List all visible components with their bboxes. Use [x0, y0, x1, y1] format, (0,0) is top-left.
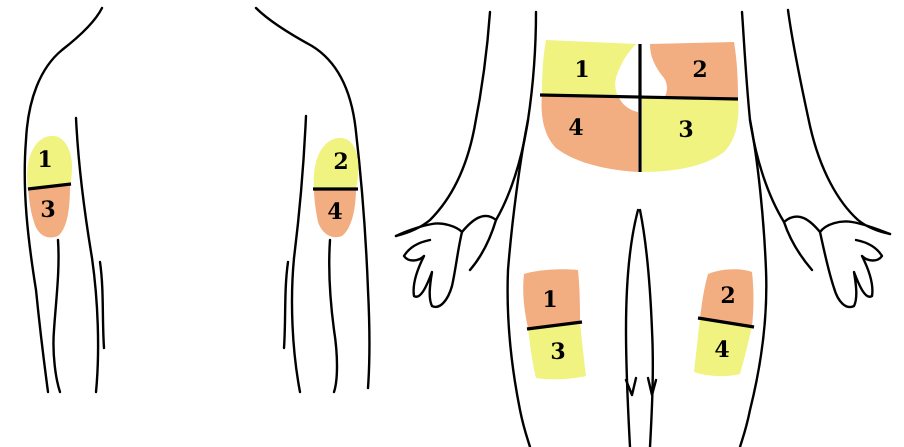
- back-left-arm-lower-label: 3: [40, 197, 55, 223]
- back-left-arm-detail: [100, 262, 104, 348]
- back-view-figure: 1 3 2 4: [25, 8, 370, 392]
- back-right-arm-detail: [284, 262, 288, 348]
- back-right-arm-lower-label: 4: [327, 199, 342, 225]
- back-torso-right-line: [292, 116, 306, 392]
- right-thigh-upper-label: 2: [720, 283, 735, 309]
- abdomen-top-right-label: 2: [692, 57, 707, 83]
- back-right-arm-contour: [329, 240, 337, 392]
- front-right-thigh-zone: 2 4: [694, 269, 754, 376]
- front-right-forearm: [784, 217, 820, 270]
- left-thigh-lower-label: 3: [550, 339, 565, 365]
- abdomen-bottom-right-label: 3: [678, 117, 693, 143]
- back-right-arm-upper-label: 2: [333, 149, 348, 175]
- front-view-figure: 1 2 3 4 1 3 2 4: [396, 10, 890, 447]
- front-abdomen-zone: 1 2 3 4: [540, 40, 738, 172]
- front-right-inner-arm: [742, 12, 784, 222]
- front-torso-right-outline: [788, 10, 890, 234]
- front-left-forearm: [462, 216, 496, 270]
- abdomen-top-left-label: 1: [574, 57, 589, 83]
- right-thigh-lower-label: 4: [714, 337, 729, 363]
- back-left-arm-upper-label: 1: [37, 147, 52, 173]
- front-inner-leg-right: [640, 210, 653, 447]
- back-torso-left-line: [76, 118, 98, 392]
- back-left-arm-contour: [53, 240, 60, 392]
- back-left-arm-zone: 1 3: [27, 136, 72, 238]
- front-right-hand: [820, 221, 890, 307]
- abdomen-bottom-left-label: 4: [568, 115, 583, 141]
- front-left-thigh-zone: 1 3: [523, 269, 586, 379]
- front-left-hand: [396, 223, 462, 306]
- front-torso-left-outline: [396, 12, 490, 236]
- left-thigh-upper-label: 1: [542, 287, 557, 313]
- front-inner-leg-left: [626, 210, 638, 447]
- back-right-arm-zone: 2 4: [313, 138, 358, 237]
- abdomen-bottom-left-zone: [542, 94, 638, 172]
